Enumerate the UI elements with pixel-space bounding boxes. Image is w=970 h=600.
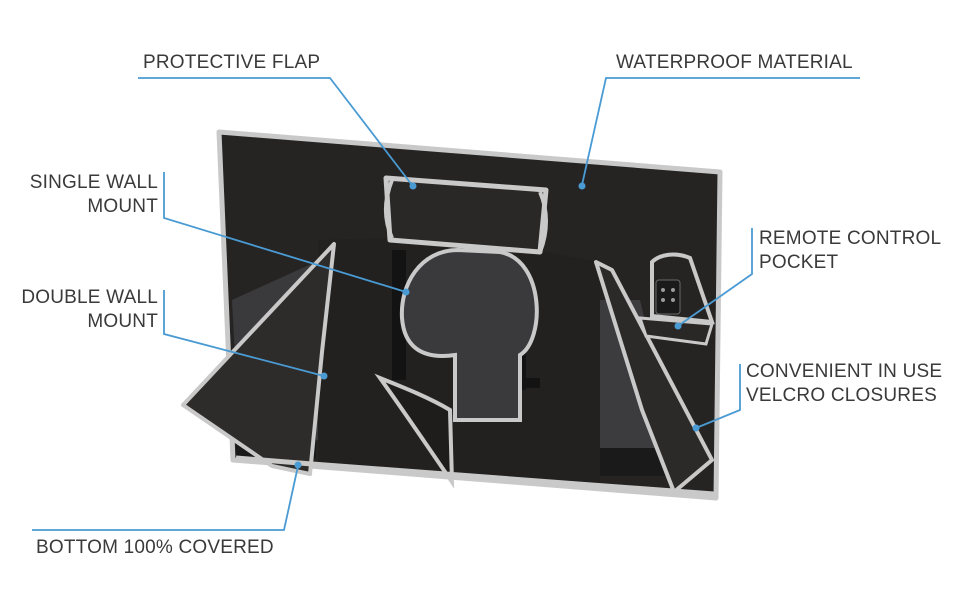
wall-mount-cutout [399, 247, 539, 422]
right-side-flap [594, 260, 714, 494]
callout-line-waterproof-material [581, 77, 860, 186]
callout-line-remote-control-pocket [677, 228, 753, 327]
callout-line-single-wall-mount [163, 172, 407, 293]
tv-cover [181, 129, 723, 501]
label-remote-control-pocket-line2: POCKET [759, 252, 839, 273]
label-double-wall-mount: DOUBLE WALL MOUNT [21, 286, 158, 334]
label-protective-flap: PROTECTIVE FLAP [143, 51, 320, 75]
label-single-wall-mount-line1: SINGLE WALL [29, 172, 158, 193]
label-double-wall-mount-line2: MOUNT [87, 311, 158, 332]
callout-line-double-wall-mount [163, 290, 325, 377]
remote-control-pocket [637, 252, 715, 346]
callout-lines [32, 77, 860, 531]
protective-flap [383, 175, 549, 255]
label-bottom-covered: BOTTOM 100% COVERED [36, 536, 274, 560]
label-waterproof-material-line1: WATERPROOF MATERIAL [616, 52, 853, 73]
label-remote-control-pocket: REMOTE CONTROL POCKET [759, 227, 941, 275]
velcro-strap-left [392, 250, 406, 380]
callout-line-protective-flap [138, 77, 413, 186]
label-double-wall-mount-line1: DOUBLE WALL [21, 287, 158, 308]
label-single-wall-mount-line2: MOUNT [87, 196, 158, 217]
bottom-edge [235, 455, 715, 497]
label-waterproof-material: WATERPROOF MATERIAL [616, 51, 853, 75]
label-velcro-closures: CONVENIENT IN USE VELCRO CLOSURES [746, 360, 942, 408]
label-single-wall-mount: SINGLE WALL MOUNT [30, 171, 158, 219]
label-velcro-closures-line1: CONVENIENT IN USE [746, 361, 943, 382]
label-remote-control-pocket-line1: REMOTE CONTROL [759, 228, 942, 249]
callout-line-bottom-covered [32, 465, 299, 531]
remote-control-icon [655, 279, 681, 315]
label-bottom-covered-line1: BOTTOM 100% COVERED [36, 537, 274, 558]
label-protective-flap-line1: PROTECTIVE FLAP [143, 52, 321, 73]
label-velcro-closures-line2: VELCRO CLOSURES [746, 385, 937, 406]
callout-line-velcro-closures [695, 364, 741, 429]
